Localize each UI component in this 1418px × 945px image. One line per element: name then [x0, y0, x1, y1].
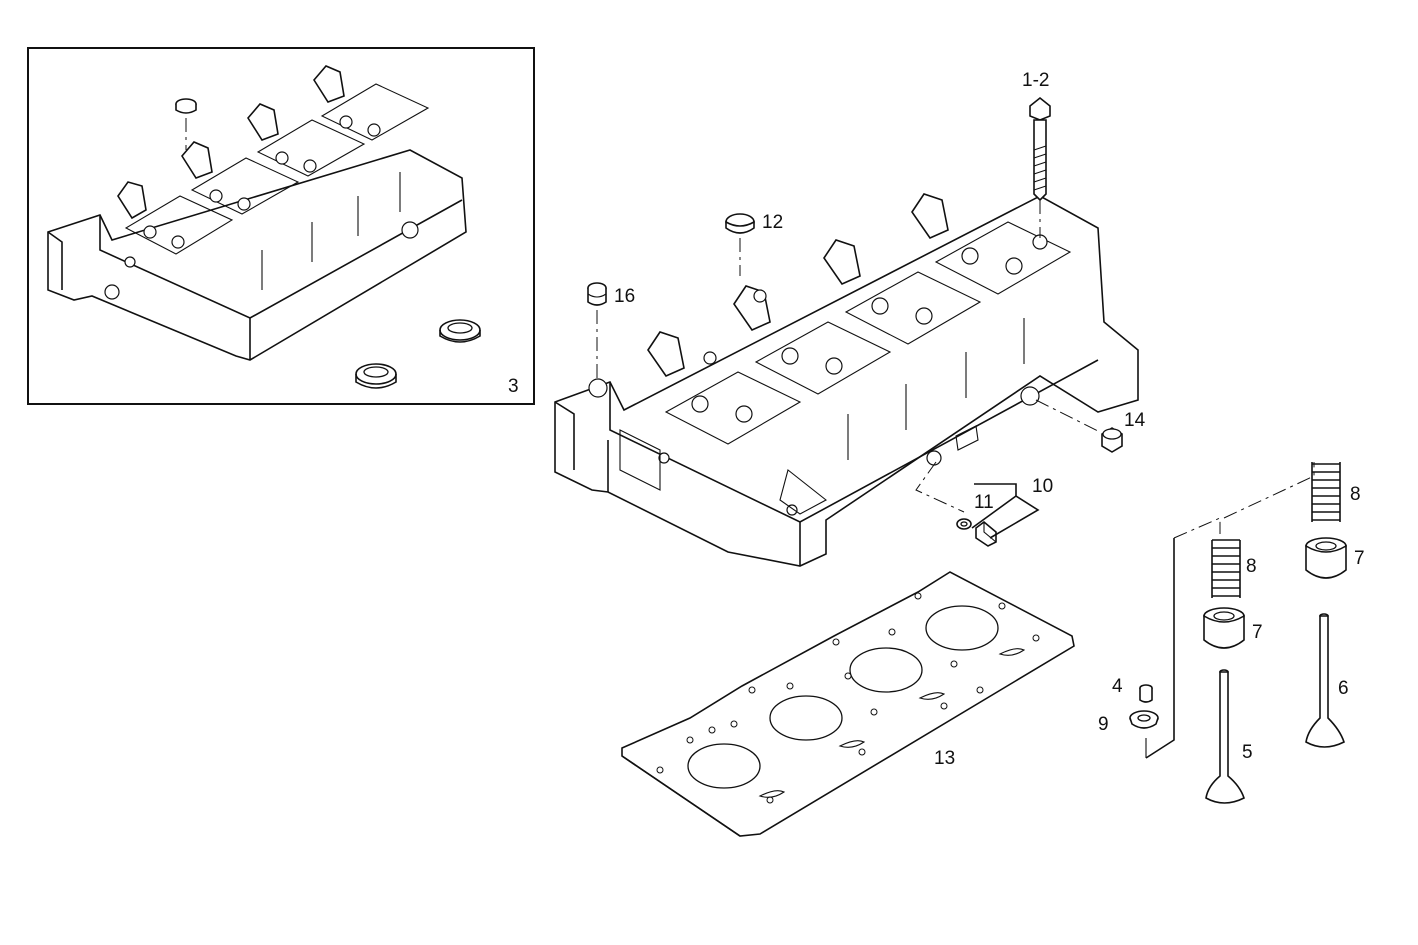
inset-seal-ring-upper: [439, 319, 481, 343]
valve-stem-seal-intake: [1203, 607, 1245, 649]
callout-13: 13: [934, 748, 955, 769]
callout-7-lower: 7: [1252, 622, 1263, 643]
inset-seal-ring-lower: [355, 363, 397, 389]
callout-14: 14: [1124, 410, 1146, 431]
head-gasket: [621, 571, 1075, 837]
callout-1-2: 1-2: [1022, 70, 1049, 91]
callout-4: 4: [1112, 676, 1123, 697]
inset-kit-panel: 3: [27, 47, 535, 405]
callout-3: 3: [508, 376, 519, 397]
intake-valve: [1205, 669, 1245, 804]
guide-bushing: [587, 282, 607, 378]
cylinder-head: [554, 193, 1139, 567]
plug-and-washer: [915, 461, 1040, 547]
head-bolt: [1029, 96, 1051, 238]
spring-retainer: [1129, 710, 1159, 729]
callout-12: 12: [762, 212, 783, 233]
callout-9: 9: [1098, 714, 1109, 735]
core-plug: [725, 213, 755, 276]
callout-11: 11: [974, 492, 994, 513]
callout-10: 10: [1032, 476, 1053, 497]
callout-6: 6: [1338, 678, 1349, 699]
callout-16: 16: [614, 286, 635, 307]
valve-collet: [1139, 684, 1153, 703]
valve-stem-seal-exhaust: [1305, 537, 1347, 579]
valve-spring-intake: [1211, 539, 1241, 598]
exhaust-valve: [1305, 613, 1345, 748]
sealing-plug: [1035, 399, 1123, 453]
callout-5: 5: [1242, 742, 1253, 763]
valve-spring-exhaust: [1311, 462, 1341, 522]
callout-8-lower: 8: [1246, 556, 1257, 577]
inset-plug-cap: [175, 98, 197, 150]
callout-7-upper: 7: [1354, 548, 1365, 569]
inset-cylinder-head: [47, 65, 467, 361]
callout-8-upper: 8: [1350, 484, 1361, 505]
